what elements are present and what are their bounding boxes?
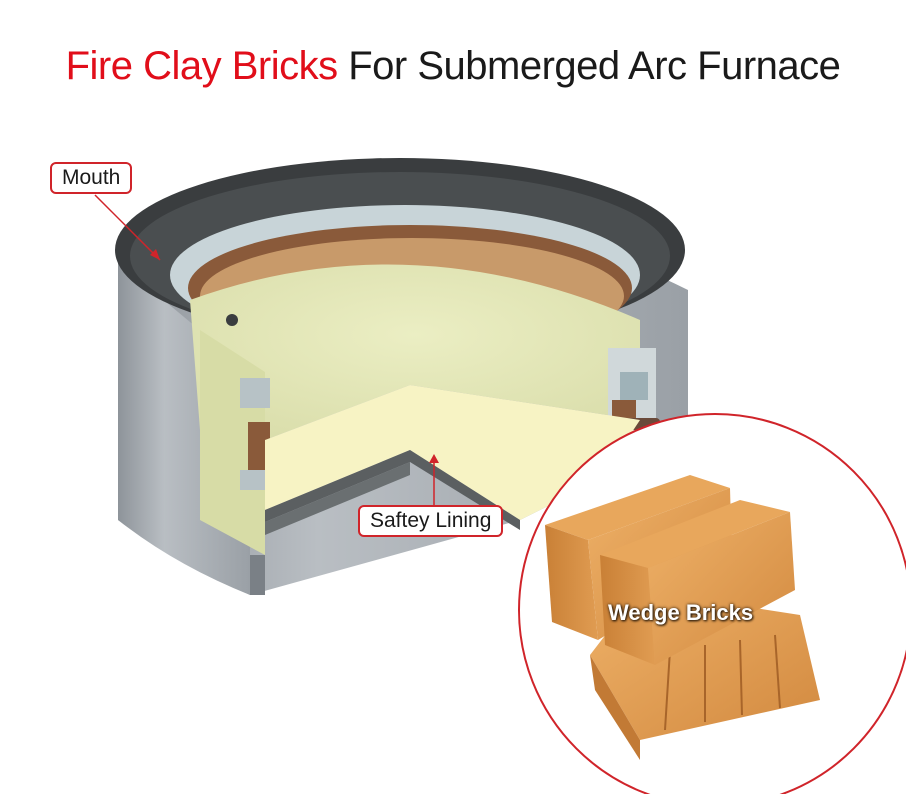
title-highlight: Fire Clay Bricks bbox=[65, 44, 339, 88]
page-title: Fire Clay Bricks For Submerged Arc Furna… bbox=[0, 44, 906, 89]
wedge-bricks-label: Wedge Bricks bbox=[608, 600, 754, 625]
mouth-label: Mouth bbox=[50, 162, 133, 194]
furnace-shell bbox=[115, 158, 688, 595]
lining-arrowhead bbox=[429, 454, 439, 463]
title-rest: For Submerged Arc Furnace bbox=[348, 44, 841, 88]
safety-lining-label: Saftey Lining bbox=[358, 505, 504, 537]
mouth-pointer bbox=[94, 194, 161, 261]
mouth-arrowhead bbox=[150, 249, 160, 260]
wedge-bricks-inset bbox=[518, 413, 906, 794]
